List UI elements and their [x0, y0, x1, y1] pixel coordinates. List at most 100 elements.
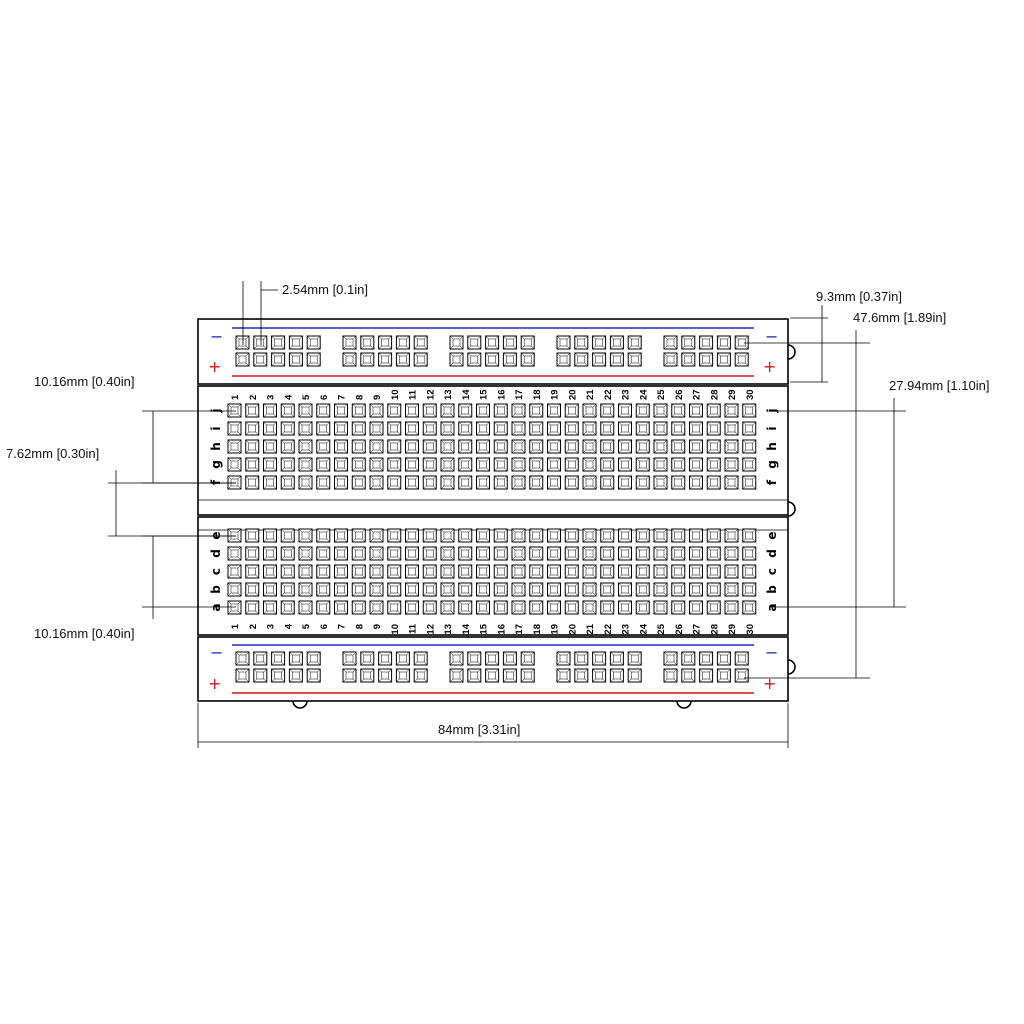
rail-hole — [502, 668, 517, 683]
rail-hole — [520, 651, 535, 666]
row-letter: g — [765, 460, 779, 469]
terminal-hole — [263, 564, 277, 579]
bottom-power-rail-frame — [197, 636, 789, 702]
terminal-hole — [369, 600, 384, 615]
row-letter: b — [209, 585, 223, 594]
column-number: 19 — [550, 389, 561, 400]
terminal-hole — [405, 528, 419, 543]
upper-terminal-frame — [197, 385, 789, 516]
terminal-hole — [600, 528, 615, 543]
terminal-hole — [635, 564, 650, 579]
terminal-hole — [529, 600, 544, 615]
terminal-hole — [689, 600, 703, 615]
terminal-hole — [742, 546, 757, 561]
terminal-hole — [671, 439, 686, 454]
terminal-hole — [458, 564, 473, 579]
terminal-hole — [263, 421, 277, 436]
terminal-hole — [298, 421, 313, 436]
terminal-hole — [369, 528, 384, 543]
column-number: 7 — [337, 395, 348, 400]
column-number: 4 — [283, 623, 294, 629]
rail-hole — [556, 668, 571, 683]
column-number: 24 — [638, 389, 649, 400]
terminal-hole — [245, 439, 260, 454]
rail-hole — [253, 668, 268, 683]
terminal-hole — [351, 546, 366, 561]
pitch-dimension-label: 2.54mm [0.1in] — [282, 282, 368, 297]
terminal-hole — [564, 546, 579, 561]
side-tab-top — [787, 344, 796, 360]
column-number: 15 — [479, 389, 490, 400]
terminal-hole — [529, 475, 544, 490]
terminal-hole — [689, 564, 703, 579]
terminal-hole — [653, 457, 668, 472]
terminal-hole — [405, 457, 419, 472]
terminal-hole — [653, 403, 668, 418]
row-letter: h — [765, 442, 779, 451]
rail-hole — [378, 651, 393, 666]
row-letter: d — [209, 549, 223, 558]
total-height-dimension-label: 47.6mm [1.89in] — [853, 310, 946, 325]
terminal-hole — [422, 546, 437, 561]
board-outline — [197, 318, 789, 702]
column-number: 6 — [319, 395, 330, 400]
column-number: 6 — [319, 624, 330, 629]
column-number: 17 — [514, 389, 525, 400]
terminal-hole — [635, 439, 650, 454]
terminal-hole — [582, 546, 597, 561]
terminal-hole — [280, 600, 295, 615]
terminal-hole — [689, 439, 703, 454]
terminal-hole — [458, 528, 473, 543]
terminal-hole — [724, 564, 739, 579]
terminal-hole — [582, 528, 597, 543]
terminal-hole — [547, 582, 561, 597]
rail-hole — [592, 335, 607, 350]
rail-hole — [485, 335, 500, 350]
terminal-hole — [227, 475, 242, 490]
terminal-hole — [227, 582, 242, 597]
terminal-hole — [635, 582, 650, 597]
terminal-hole — [600, 582, 615, 597]
rail-hole — [449, 352, 464, 367]
column-number: 22 — [603, 624, 614, 635]
column-number: 21 — [585, 623, 596, 634]
terminal-hole — [564, 528, 579, 543]
terminal-hole — [582, 564, 597, 579]
terminal-hole — [280, 582, 295, 597]
terminal-hole — [547, 421, 561, 436]
terminal-hole — [280, 457, 295, 472]
rail-hole — [681, 352, 696, 367]
rail-hole — [306, 352, 321, 367]
terminal-hole — [564, 439, 579, 454]
rail-hole — [378, 335, 393, 350]
top-power-rail-frame — [197, 318, 789, 385]
terminal-hole — [653, 475, 668, 490]
terminal-hole — [618, 457, 632, 472]
rail-hole — [520, 668, 535, 683]
rail-hole — [306, 668, 321, 683]
rail-hole — [395, 651, 410, 666]
rail-hole — [395, 668, 410, 683]
rail-hole — [716, 668, 731, 683]
column-number: 2 — [248, 395, 259, 400]
row-letter: g — [209, 460, 223, 469]
minus-sign-top-right: − — [765, 327, 778, 346]
terminal-hole — [706, 421, 721, 436]
column-number: 14 — [461, 389, 472, 400]
rail-hole — [734, 335, 749, 350]
terminal-hole — [263, 475, 277, 490]
terminal-hole — [405, 600, 419, 615]
terminal-hole — [706, 403, 721, 418]
terminal-hole — [511, 582, 526, 597]
rail-hole — [609, 335, 624, 350]
terminal-hole — [387, 475, 402, 490]
terminal-hole — [369, 475, 384, 490]
terminal-hole — [387, 582, 402, 597]
terminal-hole — [440, 546, 455, 561]
rail-hole — [627, 335, 642, 350]
column-number: 12 — [425, 389, 436, 400]
terminal-hole — [351, 457, 366, 472]
terminal-hole — [493, 403, 508, 418]
terminal-hole — [671, 421, 686, 436]
terminal-hole — [369, 564, 384, 579]
